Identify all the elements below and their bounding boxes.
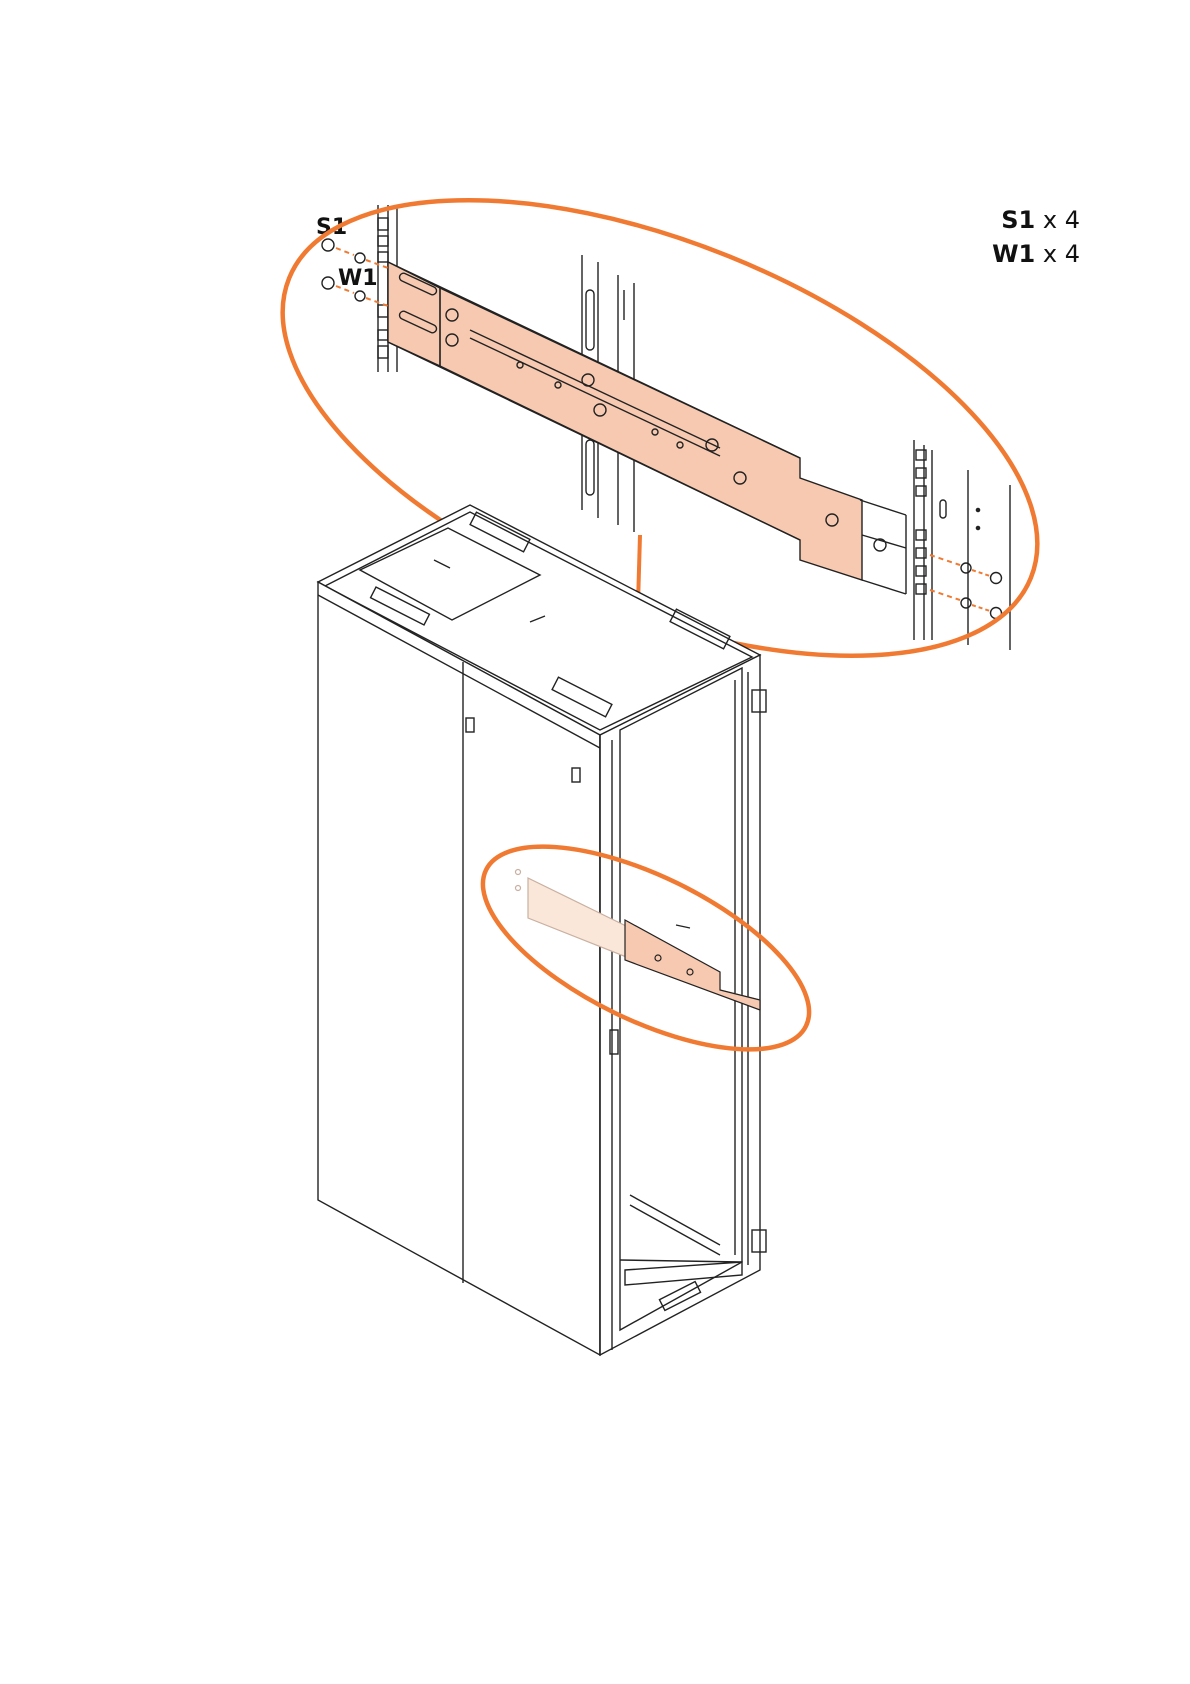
washer-w1-lower: [355, 291, 365, 301]
rear-fasteners: [930, 555, 1002, 619]
screw-s1-upper: [322, 239, 334, 251]
cabinet-front-frame: [600, 655, 760, 1355]
washer-w1-rear-lower: [961, 598, 971, 608]
rack-cabinet: [318, 505, 766, 1355]
washer-w1-rear-upper: [961, 563, 971, 573]
callout-w1: W1: [338, 266, 378, 291]
washer-w1-upper: [355, 253, 365, 263]
screw-s1-lower: [322, 277, 334, 289]
screw-s1-rear-upper: [991, 573, 1002, 584]
